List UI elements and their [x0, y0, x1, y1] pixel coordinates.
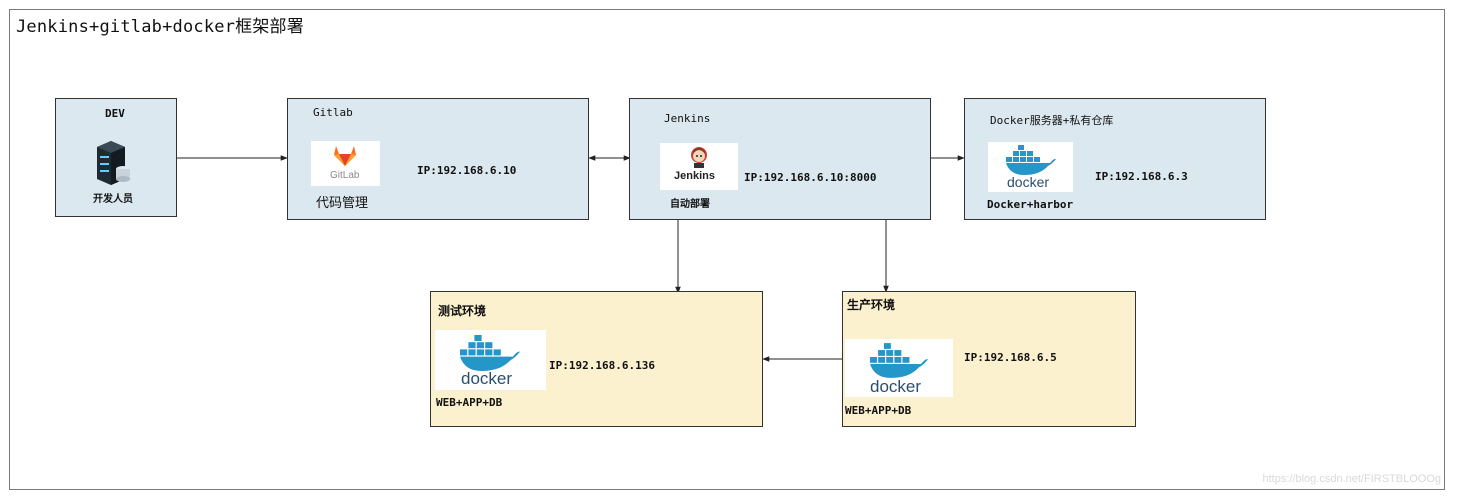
watermark-text: https://blog.csdn.net/FIRSTBLOOOg [1262, 473, 1441, 485]
node-dev-caption: 开发人员 [93, 194, 133, 205]
jenkins-logo-text: Jenkins [674, 170, 715, 182]
node-docker-server-caption: Docker+harbor [987, 198, 1074, 211]
node-gitlab-caption: 代码管理 [316, 196, 369, 211]
jenkins-butler-icon [691, 147, 707, 168]
node-gitlab-ip: IP:192.168.6.10 [417, 164, 517, 177]
node-jenkins-caption: 自动部署 [670, 199, 710, 210]
docker-logo-text: docker [461, 369, 513, 388]
docker-whale-icon [460, 335, 520, 371]
node-test-env: 测试环境 docker WEB+APP+DB IP:192.168.6.136 [430, 291, 763, 427]
node-prod-env-title: 生产环境 [847, 298, 896, 312]
docker-logo: docker [845, 339, 953, 397]
node-test-env-caption: WEB+APP+DB [436, 396, 503, 409]
node-prod-env-ip: IP:192.168.6.5 [964, 351, 1057, 364]
node-gitlab-title: Gitlab [313, 106, 353, 119]
node-test-env-ip: IP:192.168.6.136 [549, 359, 655, 372]
diagram-frame [9, 9, 1445, 490]
node-jenkins-ip: IP:192.168.6.10:8000 [744, 171, 877, 184]
node-dev-title: DEV [105, 107, 125, 120]
gitlab-fox-icon [334, 146, 356, 166]
docker-logo: docker [435, 330, 546, 390]
node-jenkins: Jenkins Jenkins 自动部署 IP:192.168.6.10:800… [629, 98, 931, 220]
diagram-title: Jenkins+gitlab+docker框架部署 [16, 17, 304, 37]
docker-whale-icon [1006, 145, 1056, 175]
node-docker-server-ip: IP:192.168.6.3 [1095, 170, 1188, 183]
node-jenkins-title: Jenkins [664, 112, 711, 125]
docker-whale-icon [870, 343, 928, 378]
node-gitlab: Gitlab GitLab 代码管理 IP:192.168.6.10 [287, 98, 589, 220]
docker-logo: docker [988, 142, 1073, 192]
server-icon [97, 141, 130, 185]
node-prod-env-caption: WEB+APP+DB [845, 404, 912, 417]
docker-logo-text: docker [1007, 174, 1050, 190]
node-dev: DEV 开发人员 [55, 98, 177, 217]
docker-logo-text: docker [870, 377, 922, 396]
gitlab-logo-text: GitLab [330, 170, 360, 181]
node-docker-server-title: Docker服务器+私有仓库 [990, 114, 1114, 127]
node-test-env-title: 测试环境 [438, 304, 487, 318]
jenkins-logo: Jenkins [660, 143, 738, 190]
node-docker-server: Docker服务器+私有仓库 docker Docker+harbor IP:1… [964, 98, 1266, 220]
node-prod-env: 生产环境 docker WEB+APP+DB IP:192.168.6.5 [842, 291, 1136, 427]
gitlab-logo: GitLab [311, 141, 380, 186]
